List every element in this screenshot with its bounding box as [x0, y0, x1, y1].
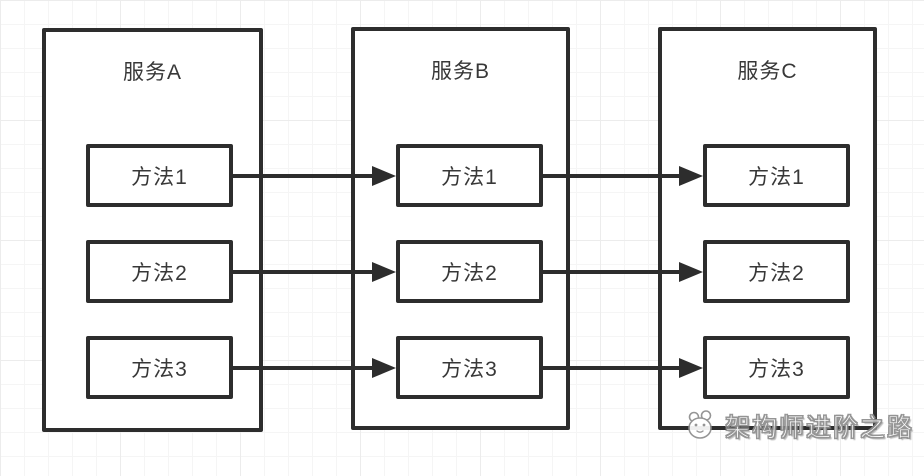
method-box-b1: 方法1 [396, 144, 543, 207]
arrow-b2-to-c2 [542, 262, 703, 282]
method-box-c1: 方法1 [703, 144, 850, 207]
method-box-b2: 方法2 [396, 240, 543, 303]
method-box-c2: 方法2 [703, 240, 850, 303]
arrowhead-right-icon [679, 358, 703, 378]
arrow-shaft [542, 174, 679, 178]
arrowhead-right-icon [372, 262, 396, 282]
service-title-b: 服务B [430, 60, 490, 83]
cartoon-animal-face-icon [688, 410, 712, 439]
arrow-a2-to-b2 [231, 262, 396, 282]
watermark-text: 架构师进阶之路 [724, 414, 915, 443]
method-box-a1: 方法1 [86, 144, 233, 207]
arrowhead-right-icon [679, 166, 703, 186]
service-title-c: 服务C [737, 60, 798, 83]
arrowhead-right-icon [372, 166, 396, 186]
arrow-shaft [542, 270, 679, 274]
arrow-shaft [542, 366, 679, 370]
arrow-b3-to-c3 [542, 358, 703, 378]
arrowhead-right-icon [372, 358, 396, 378]
arrow-shaft [231, 270, 372, 274]
arrow-shaft [231, 366, 372, 370]
method-box-b3: 方法3 [396, 336, 543, 399]
arrowhead-right-icon [679, 262, 703, 282]
arrow-shaft [231, 174, 372, 178]
method-box-c3: 方法3 [703, 336, 850, 399]
service-title-a: 服务A [122, 61, 182, 84]
method-box-a2: 方法2 [86, 240, 233, 303]
service-box-a: 服务A 方法1 方法2 方法3 [42, 28, 263, 432]
arrow-a3-to-b3 [231, 358, 396, 378]
watermark: 架构师进阶之路 [684, 408, 914, 444]
arrow-a1-to-b1 [231, 166, 396, 186]
arrow-b1-to-c1 [542, 166, 703, 186]
method-box-a3: 方法3 [86, 336, 233, 399]
